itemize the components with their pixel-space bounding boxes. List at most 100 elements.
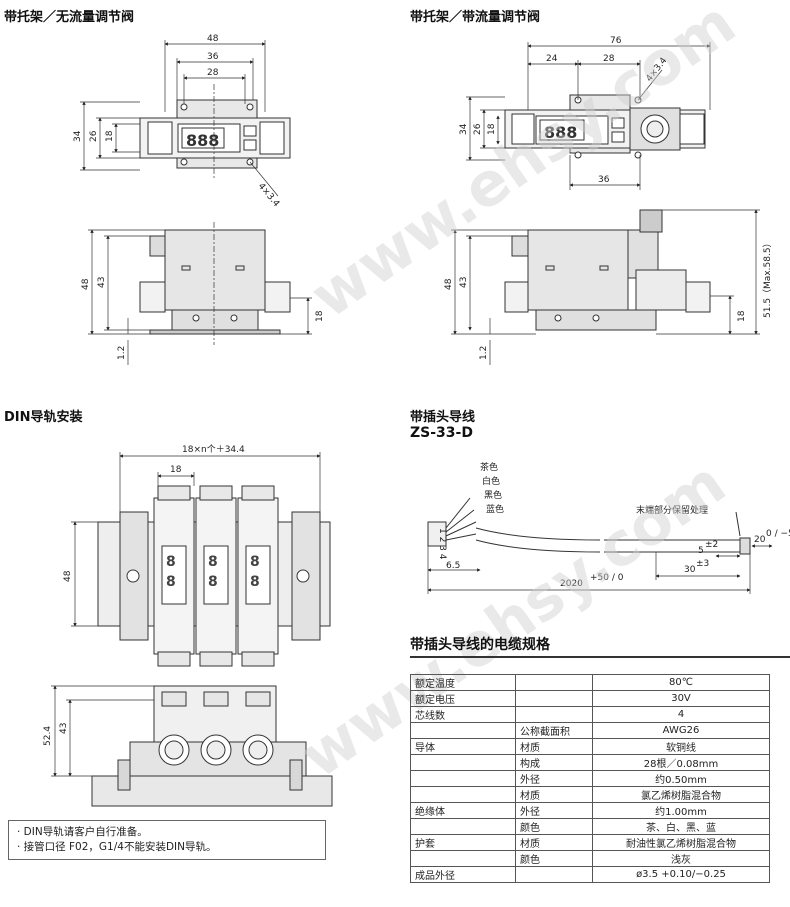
lead-wire-2: 白色 [482,475,500,487]
note-2: · 接管口径 F02，G1/4不能安装DIN导轨。 [17,841,217,853]
svg-text:8: 8 [208,554,218,570]
spec-cell-c0: 额定电压 [410,690,516,707]
spec-cell-c2: 约0.50mm [592,770,770,787]
tr-dim-28: 28 [603,54,615,64]
spec-cell-c1: 材质 [515,834,593,851]
tr-dim-26: 26 [473,123,483,135]
lead-dim-20-tol: 0 / −5 [766,529,790,539]
tl-dim-48b: 48 [81,278,91,290]
tr-dim-18b: 18 [737,310,747,322]
tr-dim-48: 48 [444,278,454,290]
din-front-dims [51,685,154,777]
din-notes: · DIN导轨请客户自行准备。 · 接管口径 F02，G1/4不能安装DIN导轨… [8,820,326,860]
din-dim-total: 18×n个＋34.4 [182,444,245,455]
tl-dim-34: 34 [73,130,83,142]
spec-cell-c2: 茶、白、黑、蓝 [592,818,770,835]
spec-cell-c1: 颜色 [515,850,593,867]
tr-top-digits: 888 [544,123,577,142]
tl-dim-43: 43 [97,277,107,288]
svg-text:888: 888 [186,131,219,150]
lead-dim-5-tol: ±2 [705,540,718,550]
spec-cell-c1: 外径 [515,802,593,819]
spec-row: 成品外径 ø3.5 +0.10/−0.25 [410,866,770,883]
tr-dim-24: 24 [546,54,558,64]
svg-text:8: 8 [250,554,260,570]
tr-front-view [504,209,711,331]
spec-cell-c0: 绝缘体 [410,802,516,819]
tr-dim-43: 43 [459,277,469,288]
spec-cell-c0 [410,786,516,803]
tl-dim-12: 1.2 [117,346,127,360]
spec-cell-c2: 80℃ [592,674,770,691]
din-top-view [97,485,331,667]
tl-dim-18b: 18 [315,310,325,322]
tr-dim-76: 76 [610,36,622,46]
tl-top-digits: 888 [186,131,219,150]
note-1: · DIN导轨请客户自行准备。 [17,826,148,838]
svg-text:8: 8 [166,554,176,570]
tl-front-view [139,229,291,335]
spec-cell-c1: 颜色 [515,818,593,835]
spec-cell-c2: 约1.00mm [592,802,770,819]
spec-cell-c2: 氯乙烯树脂混合物 [592,786,770,803]
din-dim-43: 43 [59,723,69,734]
spec-cell-c0: 成品外径 [410,866,516,883]
tr-dim-36: 36 [598,175,610,185]
spec-cell-c1 [515,706,593,723]
spec-cell-c0: 芯线数 [410,706,516,723]
spec-cell-c2: 4 [592,706,770,723]
spec-cell-c0 [410,818,516,835]
spec-row: 绝缘体外径约1.00mm [410,802,770,819]
lead-drawing [427,497,751,555]
spec-cell-c1: 外径 [515,770,593,787]
lead-wire-1: 茶色 [480,461,498,473]
tl-dim-28: 28 [207,68,219,78]
title-lead: 带插头导线 [410,410,476,425]
tl-dim-36: 36 [207,52,219,62]
title-lead-model: ZS-33-D [410,425,473,441]
din-dim-524: 52.4 [43,726,53,746]
spec-row: 芯线数 4 [410,706,770,723]
svg-text:8: 8 [208,574,218,590]
spec-row: 护套材质耐油性氯乙烯树脂混合物 [410,834,770,851]
spec-cell-c1 [515,866,593,883]
tr-dim-34: 34 [459,123,469,135]
lead-dim-2020: 2020 [560,579,583,589]
spec-cell-c1 [515,674,593,691]
spec-row: 颜色浅灰 [410,850,770,867]
tr-dim-18: 18 [487,123,497,135]
tl-front-dims [88,222,312,365]
lead-dim-20: 20 [754,535,766,545]
spec-cell-c1: 材质 [515,738,593,755]
lead-dim-5: 5 [698,546,704,556]
cable-spec-title: 带插头导线的电缆规格 [410,634,790,658]
din-dim-48: 48 [63,570,73,582]
spec-cell-c1: 公称截面积 [515,722,593,739]
spec-cell-c2: ø3.5 +0.10/−0.25 [592,866,770,883]
tr-front-dims [451,209,760,365]
spec-cell-c1 [515,690,593,707]
lead-end-note: 末端部分保留处理 [636,504,708,516]
spec-cell-c0: 导体 [410,738,516,755]
lead-dim-30: 30 [684,565,696,575]
lead-dims [427,544,773,594]
tr-dim-515: 51.5（Max.58.5） [762,238,773,318]
tr-dim-12: 1.2 [479,346,489,360]
spec-row: 颜色茶、白、黑、蓝 [410,818,770,835]
svg-text:8: 8 [166,574,176,590]
title-top-left: 带托架／无流量调节阀 [4,10,135,25]
spec-cell-c2: 耐油性氯乙烯树脂混合物 [592,834,770,851]
spec-row: 材质氯乙烯树脂混合物 [410,786,770,803]
spec-cell-c0 [410,770,516,787]
lead-wire-3: 黑色 [484,489,502,501]
title-top-right: 带托架／带流量调节阀 [410,10,541,25]
spec-cell-c0 [410,754,516,771]
title-din: DIN导轨安装 [4,410,83,425]
tl-dim-48: 48 [207,34,219,44]
lead-dim-2020-tol: +50 / 0 [590,573,624,583]
